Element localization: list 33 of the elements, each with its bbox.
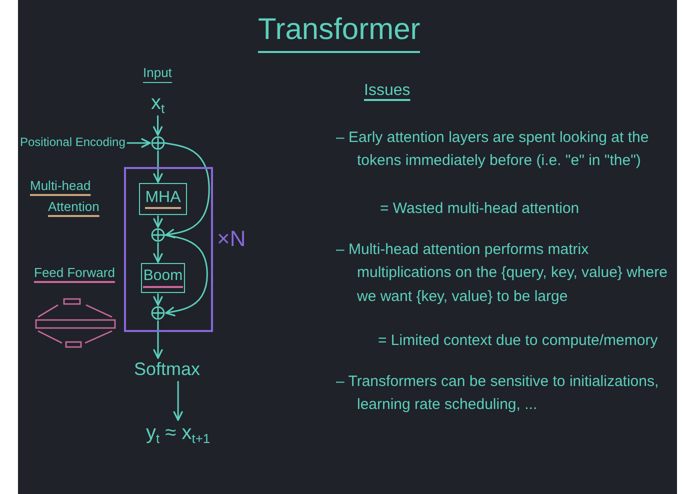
bullet-text: – Multi-head attention performs matrix multiplications on the {query, key, value} where we want {key, value} to be large (336, 240, 668, 306)
process-box (139, 183, 187, 215)
input-label: Positional Encoding (20, 135, 126, 150)
conclusion-text: = Limited context due to compute/memory (378, 331, 659, 351)
sum-circle (151, 306, 165, 320)
step-label: Softmax (134, 359, 200, 381)
conclusion-text: = Wasted multi-head attention (380, 199, 580, 219)
section-heading: Issues (364, 81, 410, 101)
arrow (126, 138, 151, 148)
process-box (141, 263, 185, 293)
arrow (173, 380, 183, 421)
arrow (164, 234, 208, 316)
sum-circle (151, 228, 165, 242)
arrow (153, 215, 163, 228)
side-note-label: Feed Forward (34, 264, 115, 282)
bullet-text: – Transformers can be sensitive to initializations, learning rate scheduling, ... (336, 372, 660, 416)
formula-label: y$_{t}$ ≈ x$_{t+1}$ (146, 421, 210, 445)
bullet-text: – Early attention layers are spent looking at the tokens immediately before (i.e. "e" in "the") (336, 128, 650, 172)
arrow (153, 115, 163, 136)
box-label: MHA (145, 188, 181, 210)
repeat-block-frame (124, 167, 213, 332)
arrow (164, 142, 210, 238)
arrow (153, 293, 163, 306)
arrow (153, 242, 163, 263)
arrow (153, 320, 163, 359)
input-caption: Input (143, 65, 172, 83)
arrow (153, 150, 163, 183)
sum-circle (151, 136, 165, 150)
variable-label: x$_{t}$ (151, 91, 165, 115)
box-label: Boom (143, 268, 183, 288)
repeat-count-label: ×N (217, 226, 246, 252)
title: Transformer (258, 12, 420, 53)
side-note-label: Multi-head Attention (30, 177, 100, 216)
